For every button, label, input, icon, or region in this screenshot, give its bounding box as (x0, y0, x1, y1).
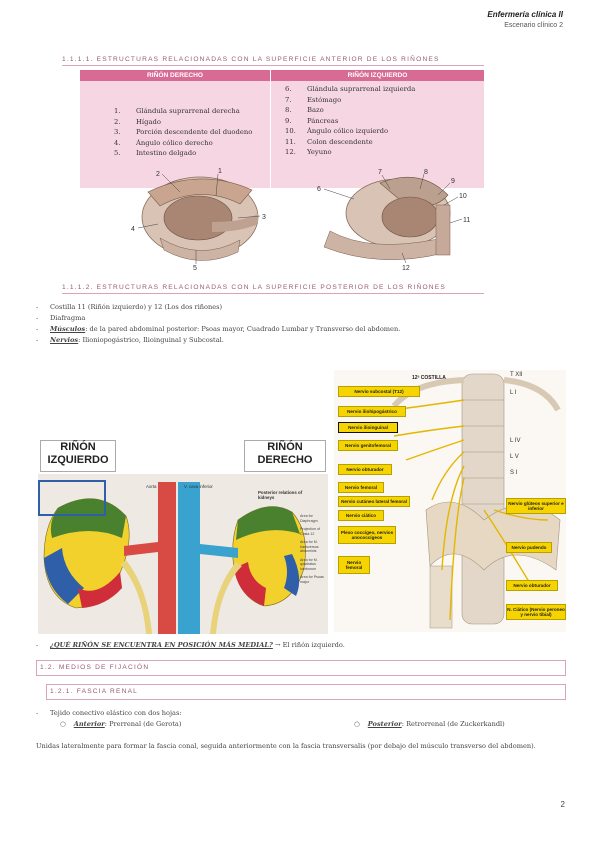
section-heading-fijacion: 1.2. MEDIOS DE FIJACIÓN (40, 664, 150, 671)
level-label: L I (510, 390, 517, 396)
level-label: L IV (510, 438, 521, 444)
nerve-tag: Nervio genitofemoral (338, 440, 398, 451)
left-kidney-list: 6.Glándula suprarrenal izquierda 7.Estóm… (271, 81, 484, 188)
fascia-paragraph: Unidas lateralmente para formar la fasci… (36, 742, 536, 750)
aorta-label: Aorta (146, 484, 157, 489)
page-number: 2 (560, 800, 565, 809)
left-kidney-anterior-figure: 7 8 9 10 11 6 12 (317, 169, 470, 272)
nerve-tag: Nervio cutáneo lateral femoral (338, 496, 410, 507)
figure-tags: Area for Diaphragm Projection of Costa 1… (300, 514, 324, 584)
section-heading-fascia: 1.2.1. FASCIA RENAL (50, 688, 139, 695)
list-item: 11.Colon descendente (285, 137, 373, 146)
fig2-label-9: 9 (451, 178, 455, 185)
section-heading-anterior: 1.1.1.1. ESTRUCTURAS RELACIONADAS CON LA… (62, 56, 440, 63)
section-underline (62, 65, 484, 66)
rib-12-label: 12ª COSTILLA (412, 375, 446, 381)
nerve-tag: Plexo coccígeo, nervios anococcígeos (338, 526, 396, 544)
fig1-label-5: 5 (193, 265, 197, 272)
nerve-tag: Nervio femoral (338, 482, 384, 493)
posterior-relations-caption: Posterior relations of kidneys (258, 490, 303, 500)
list-item: 9.Páncreas (285, 116, 339, 125)
fig2-label-6: 6 (317, 186, 321, 193)
lumbar-plexus-figure: 12ª COSTILLA Nervio subcostal (T12) Nerv… (334, 370, 566, 632)
list-item: 12.Yeyuno (285, 148, 332, 156)
fig1-label-1: 1 (218, 168, 222, 175)
list-item: -Diafragma (36, 314, 86, 322)
fig2-label-12: 12 (402, 265, 410, 272)
level-label: T XII (510, 372, 523, 378)
highlight-box (38, 480, 106, 516)
nerve-tag: Nervio ciático (338, 510, 384, 521)
section-heading-box-fijacion (36, 660, 566, 676)
medial-kidney-question: - ¿QUÉ RIÑÓN SE ENCUENTRA EN POSICIÓN MÁ… (36, 641, 345, 649)
fig1-label-4: 4 (131, 226, 135, 233)
list-item: 8.Bazo (285, 106, 324, 114)
nerve-tag: Nervio pudendo (506, 542, 552, 553)
list-item: 3.Porción descendente del duodeno (114, 128, 253, 136)
list-item: -Músculos: de la pared abdominal posteri… (36, 325, 401, 333)
list-item: ○Posterior: Retrorrenal (de Zuckerkandl) (354, 720, 505, 728)
fig2-label-10: 10 (459, 193, 467, 200)
level-label: L V (510, 454, 519, 460)
list-item: 4.Ángulo cólico derecho (114, 138, 213, 147)
kidney-posterior-illustration (38, 474, 328, 634)
fig2-label-11: 11 (463, 217, 470, 224)
nerve-tag: Nervio subcostal (T12) (338, 386, 420, 397)
list-item: ○Anterior: Prerrenal (de Gerota) (60, 720, 182, 728)
posterior-relations-list: -Costilla 11 (Riñón izquierdo) y 12 (Los… (36, 302, 556, 346)
list-item: 5.Intestino delgado (114, 149, 197, 157)
fig1-label-3: 3 (262, 214, 266, 221)
list-item: 10.Ángulo cólico izquierdo (285, 127, 389, 135)
list-item: 2.Hígado (114, 117, 161, 126)
fig2-label-7: 7 (378, 169, 382, 176)
fig2-label-8: 8 (424, 169, 428, 176)
anterior-relations-table: RIÑÓN DERECHO RIÑÓN IZQUIERDO 1.Glándula… (80, 70, 484, 188)
list-item: -Tejido conectivo elástico con dos hojas… (36, 709, 182, 717)
list-item: -Nervios: Ilioniopogástrico, Ilioinguina… (36, 336, 224, 344)
nerve-tag: Nervio iliohipogástrico (338, 406, 406, 417)
list-item: 1.Glándula suprarrenal derecha (114, 107, 240, 115)
nerve-tag: Nervio glúteos superior e inferior (506, 498, 566, 514)
header-subtitle: Escenario clínico 2 (504, 22, 563, 29)
nerve-tag: Nervio femoral (338, 556, 370, 574)
section-underline (62, 293, 484, 294)
fig1-label-2: 2 (156, 171, 160, 178)
list-item: -Costilla 11 (Riñón izquierdo) y 12 (Los… (36, 303, 223, 311)
nerve-tag: Nervio obturador (338, 464, 392, 475)
list-item: 7.Estómago (285, 95, 342, 104)
list-item: 6.Glándula suprarrenal izquierda (285, 85, 416, 93)
nerve-tag: N. Ciático (Nervio peroneo y nervio tibi… (506, 604, 566, 620)
fascia-renal-list: -Tejido conectivo elástico con dos hojas… (36, 708, 566, 730)
section-heading-box-fascia (46, 684, 566, 700)
nerve-tag: Nervio obturador (506, 580, 558, 591)
header-title: Enfermería clínica II (487, 10, 563, 19)
vena-cava-label: V. cava inferior (184, 484, 213, 489)
right-kidney-anterior-figure: 2 1 3 4 5 (131, 168, 266, 272)
right-kidney-list: 1.Glándula suprarrenal derecha 2.Hígado … (80, 81, 270, 188)
nerve-tag: Nervio ilioinguinal (338, 422, 398, 433)
level-label: S I (510, 470, 518, 476)
table-header-right-kidney: RIÑÓN DERECHO (80, 70, 270, 81)
section-heading-posterior: 1.1.1.2. ESTRUCTURAS RELACIONADAS CON LA… (62, 284, 446, 291)
table-header-left-kidney: RIÑÓN IZQUIERDO (271, 70, 484, 81)
